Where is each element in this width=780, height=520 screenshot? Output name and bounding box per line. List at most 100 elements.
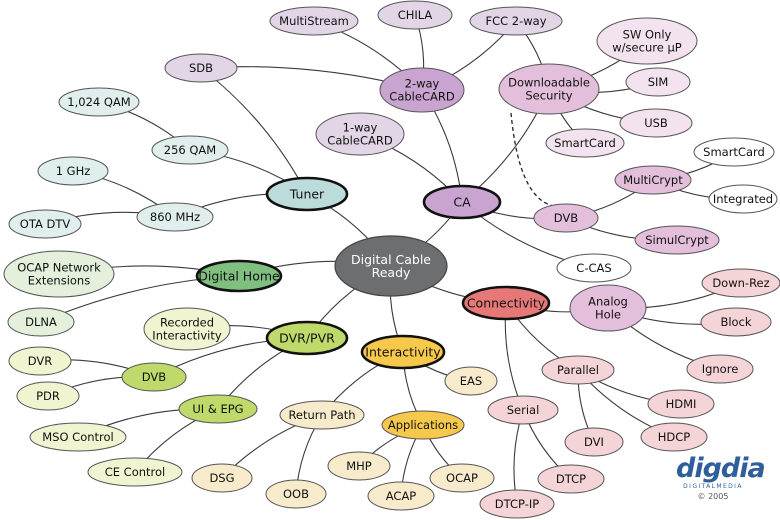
node-sim-shape xyxy=(625,67,691,97)
node-otadtv: OTA DTV xyxy=(8,209,82,239)
node-returnpath-label: Return Path xyxy=(288,408,355,422)
node-cectl-shape xyxy=(87,457,183,487)
node-dvrpvr-shape xyxy=(265,320,349,356)
node-connectivity-label: Connectivity xyxy=(467,296,546,311)
node-acap-shape xyxy=(367,481,435,511)
node-qam1024-label: 1,024 QAM xyxy=(67,95,130,109)
node-usb-shape xyxy=(619,108,693,138)
node-dvrpvr: DVR/PVR xyxy=(265,320,349,356)
node-ghz1-shape xyxy=(37,156,109,186)
node-dvi: DVI xyxy=(564,427,624,457)
node-eas-label: EAS xyxy=(460,374,482,388)
node-ocap-label: OCAP xyxy=(446,471,478,485)
node-center-label: Ready xyxy=(372,265,411,280)
node-recint-label: Interactivity xyxy=(152,329,222,343)
node-ca-label: CA xyxy=(453,195,471,210)
node-oob-label: OOB xyxy=(283,487,309,501)
node-recint-label: Recorded xyxy=(160,316,214,330)
node-multistream-label: MultiStream xyxy=(279,14,349,28)
node-msoctl: MSO Control xyxy=(29,422,127,452)
logo-tagline: DIGITALMEDIA xyxy=(683,483,743,490)
node-acap-label: ACAP xyxy=(386,489,417,503)
node-interactivity: Interactivity xyxy=(360,334,446,370)
node-dlsec-label: Downloadable xyxy=(508,76,590,90)
node-serial: Serial xyxy=(487,395,559,425)
node-serial-label: Serial xyxy=(507,403,540,417)
node-integrated-shape xyxy=(708,184,778,214)
node-oneway-shape xyxy=(315,112,405,156)
node-ca-shape xyxy=(422,184,502,220)
node-interactivity-label: Interactivity xyxy=(365,345,441,360)
node-twoway-label: CableCARD xyxy=(389,90,455,104)
node-dvb_ca: DVB xyxy=(533,203,599,233)
node-multicrypt-label: MultiCrypt xyxy=(623,173,683,187)
node-eas-shape xyxy=(444,366,498,396)
node-chila-label: CHILA xyxy=(398,8,433,22)
node-dighome-label: Digital Home xyxy=(198,269,280,284)
node-ocap-shape xyxy=(429,463,495,493)
node-dvrpvr-label: DVR/PVR xyxy=(279,331,335,346)
node-dvr: DVR xyxy=(8,346,72,376)
node-uiepg-label: UI & EPG xyxy=(192,402,243,416)
node-dvb_dvr-label: DVB xyxy=(142,370,167,384)
node-msoctl-label: MSO Control xyxy=(42,430,114,444)
node-fcc: FCC 2-way xyxy=(469,6,563,36)
node-ocapnet-label: OCAP Network xyxy=(17,261,101,275)
node-hdmi: HDMI xyxy=(647,389,715,419)
node-ghz1: 1 GHz xyxy=(37,156,109,186)
node-twoway-shape xyxy=(379,67,465,113)
node-ocap: OCAP xyxy=(429,463,495,493)
node-smartcard1-label: SmartCard xyxy=(554,136,616,150)
node-ccas-label: C-CAS xyxy=(576,261,611,275)
node-cectl-label: CE Control xyxy=(105,465,166,479)
node-recint-shape xyxy=(143,307,231,351)
node-sw-label: SW Only xyxy=(623,28,672,42)
node-parallel: Parallel xyxy=(541,355,615,385)
node-msoctl-shape xyxy=(29,422,127,452)
node-dlna-shape xyxy=(7,307,75,337)
node-tuner-shape xyxy=(265,176,349,212)
node-fcc-label: FCC 2-way xyxy=(485,14,546,28)
node-dlna-label: DLNA xyxy=(25,315,57,329)
node-dlna: DLNA xyxy=(7,307,75,337)
node-tuner-label: Tuner xyxy=(289,187,325,202)
node-smartcard1: SmartCard xyxy=(545,128,625,158)
node-dtcpip-shape xyxy=(479,489,555,519)
node-twoway-label: 2-way xyxy=(405,77,440,91)
node-dtcpip-label: DTCP-IP xyxy=(495,497,539,511)
node-qam256-label: 256 QAM xyxy=(164,143,216,157)
node-smartcard2-shape xyxy=(693,137,775,167)
node-hdcp-shape xyxy=(640,422,708,452)
node-qam256-shape xyxy=(151,135,229,165)
node-otadtv-shape xyxy=(8,209,82,239)
node-dvb_dvr: DVB xyxy=(121,362,187,392)
edge-tuner-sdb xyxy=(200,67,308,195)
node-block: Block xyxy=(700,307,772,337)
node-mhp-shape xyxy=(327,451,391,481)
node-dlsec-shape xyxy=(498,63,600,115)
node-tuner: Tuner xyxy=(265,176,349,212)
node-uiepg: UI & EPG xyxy=(178,394,258,424)
node-downrez-label: Down-Rez xyxy=(712,276,769,290)
node-sdb-shape xyxy=(164,53,238,83)
node-hdcp-label: HDCP xyxy=(658,430,691,444)
node-dsg: DSG xyxy=(191,463,253,493)
node-cectl: CE Control xyxy=(87,457,183,487)
node-dtcpip: DTCP-IP xyxy=(479,489,555,519)
node-usb: USB xyxy=(619,108,693,138)
node-multistream: MultiStream xyxy=(269,6,359,36)
node-applications-label: Applications xyxy=(388,418,458,432)
node-oob: OOB xyxy=(265,479,327,509)
node-simulcrypt: SimulCrypt xyxy=(634,225,720,255)
logo-wordmark: digdia xyxy=(676,453,766,484)
node-hdcp: HDCP xyxy=(640,422,708,452)
node-ccas: C-CAS xyxy=(556,253,632,283)
node-sw-label: w/secure µP xyxy=(612,41,681,55)
